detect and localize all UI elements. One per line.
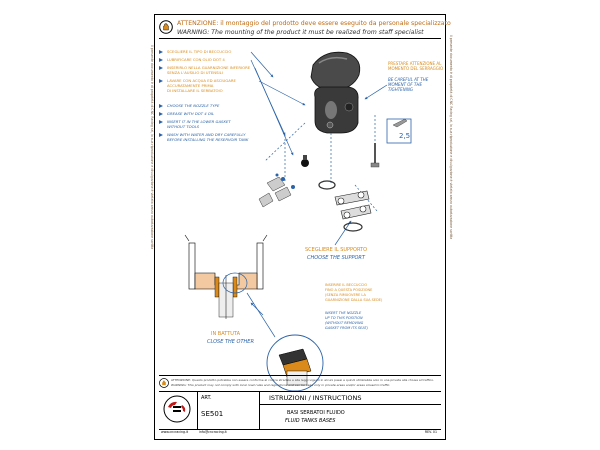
black-plug [301,155,309,167]
instruction-item: DI INSTALLARE IL SERBATOIO [167,88,223,93]
instruction-item: SCEGLIERE IL TIPO DI BECCUCCIO [167,49,232,54]
warning-text-en: WARNING: The mounting of the product it … [177,29,424,36]
warning-hand-icon [159,378,169,388]
warning-hand-icon [159,20,173,34]
left-margin-text: Il presente documento è di proprietà di … [150,45,154,250]
title-block: ART. SE501 ISTRUZIONI / INSTRUCTIONS BAS… [159,391,441,436]
instruction-sheet: Il presente documento è di proprietà di … [150,14,453,440]
footer-warning: ATTENZIONE: Questo prodotto potrebbe non… [159,375,441,392]
footer-warning-it: ATTENZIONE: Questo prodotto potrebbe non… [171,378,435,382]
torque-value: 2,5 [399,132,411,140]
screw [370,143,380,168]
instruction-item: INSERT IT IN THE LOWER GASKET [167,119,231,124]
reservoir-body [314,86,359,134]
battuta-label-en: CLOSE THE OTHER [207,339,254,345]
nozzles [258,173,295,208]
instruction-item: ACCURATAMENTE PRIMA [167,83,214,88]
instruction-item: SENZA L'AUSILIO DI UTENSILI [167,70,223,75]
cross-section-view [184,234,268,319]
support-brackets [334,190,372,232]
footer-warning-en: WARNING: This product may not comply wit… [171,383,391,387]
support-label-it: SCEGLIERE IL SUPPORTO [305,247,368,253]
instruction-item: CHOOSE THE NOZZLE TYPE [167,103,220,108]
instruction-item: INSERIRLO NELLA GUARNIZIONE INFERIORE [167,65,251,70]
website-link[interactable]: www.cncracing.it [161,430,189,434]
article-code: SE501 [201,410,224,418]
right-margin-text: Il presente documento è di proprietà di … [449,35,453,240]
cnc-racing-logo [163,395,191,423]
sheet-title: ISTRUZIONI / INSTRUCTIONS [269,394,362,402]
article-label: ART. [201,395,212,401]
email-link[interactable]: info@cncracing.it [199,430,227,434]
revision-label: REV. 01 [424,430,437,434]
warning-text-it: ATTENZIONE: il montaggio del prodotto de… [177,20,451,27]
instruction-item: LUBRIFICARE CON OLIO DOT 4 [167,57,225,62]
exploded-view-drawing [159,50,412,392]
o-ring [318,180,336,190]
instruction-item: WITHOUT TOOLS [167,124,200,129]
instruction-item: WASH WITH WATER AND DRY CAREFULLY [167,132,246,137]
instruction-item: BEFORE INSTALLING THE RESERVOIR TANK [167,137,249,142]
battuta-label-it: IN BATTUTA [211,331,241,337]
callout-lines [250,51,388,316]
instruction-item: LAVARE CON ACQUA ED ASCIUGARE [167,78,236,83]
product-description-it: BASI SERBATOI FLUIDO [287,410,345,416]
support-label-en: CHOOSE THE SUPPORT [307,255,365,261]
header-warning: ATTENZIONE: il montaggio del prodotto de… [159,18,451,39]
detail-leader-line [246,292,276,338]
instruction-bullets [159,50,163,137]
torque-wrench-icon [386,118,412,144]
product-description-en: FLUID TANKS BASES [285,418,336,424]
reservoir-cap [310,51,361,92]
instruction-item: GREASE WITH DOT 4 OIL [167,111,215,116]
